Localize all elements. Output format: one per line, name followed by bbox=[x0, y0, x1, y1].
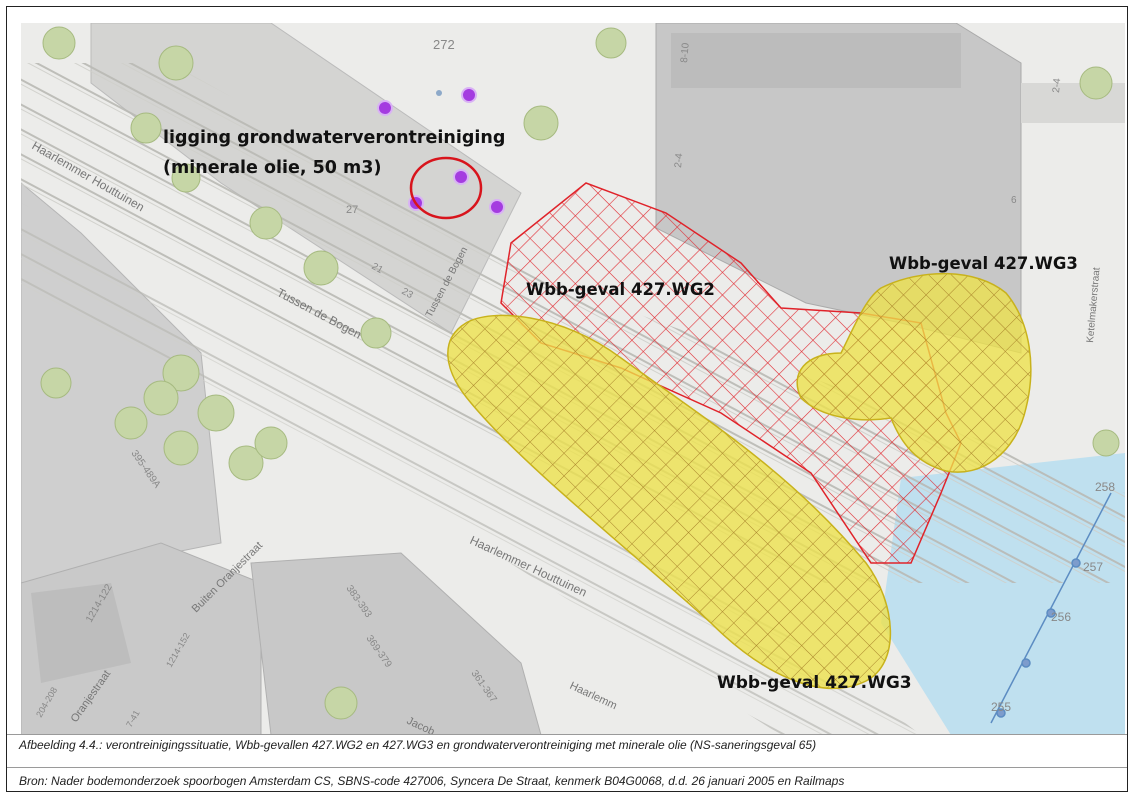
figure-frame: Haarlemmer Houttuinen Tussen de Bogen Tu… bbox=[6, 6, 1128, 792]
wg2-label: Wbb-geval 427.WG2 bbox=[526, 280, 715, 299]
pollution-location-ring[interactable] bbox=[409, 156, 483, 220]
house-number: 23 bbox=[400, 286, 416, 301]
house-number: 272 bbox=[433, 37, 455, 52]
wbb-wg3-area-south[interactable] bbox=[447, 314, 892, 690]
house-number: 27 bbox=[346, 204, 358, 216]
house-number: 21 bbox=[370, 261, 386, 276]
figure-source: Bron: Nader bodemonderzoek spoorbogen Am… bbox=[19, 774, 845, 788]
trees bbox=[40, 26, 1120, 720]
building-strip bbox=[671, 33, 961, 88]
survey-point bbox=[436, 90, 442, 96]
building-block-s bbox=[250, 552, 542, 735]
house-number: 257 bbox=[1083, 560, 1103, 574]
house-number: 258 bbox=[1095, 480, 1115, 494]
source-divider bbox=[7, 767, 1127, 768]
house-number: 2-4 bbox=[673, 152, 685, 168]
site-map[interactable]: Haarlemmer Houttuinen Tussen de Bogen Tu… bbox=[21, 23, 1125, 735]
caption-divider bbox=[7, 734, 1127, 735]
pollution-label-line2: (minerale olie, 50 m3) bbox=[163, 158, 381, 178]
house-number: 255 bbox=[991, 700, 1011, 714]
wg3-label-bottom: Wbb-geval 427.WG3 bbox=[717, 673, 912, 693]
house-number: 2-4 bbox=[1051, 77, 1063, 93]
building-block-sw2 bbox=[31, 583, 131, 683]
house-number: 256 bbox=[1051, 610, 1071, 624]
wbb-wg3-area-east[interactable] bbox=[796, 272, 1032, 473]
figure-caption: Afbeelding 4.4.: verontreinigingssituati… bbox=[19, 738, 817, 752]
map-canvas: Haarlemmer Houttuinen Tussen de Bogen Tu… bbox=[21, 23, 1125, 735]
wg3-label-top: Wbb-geval 427.WG3 bbox=[889, 254, 1078, 273]
pollution-label-line1: ligging grondwaterverontreiniging bbox=[163, 128, 505, 148]
house-number: 8-10 bbox=[679, 42, 692, 63]
survey-line bbox=[990, 492, 1112, 724]
house-number: 6 bbox=[1011, 195, 1017, 206]
